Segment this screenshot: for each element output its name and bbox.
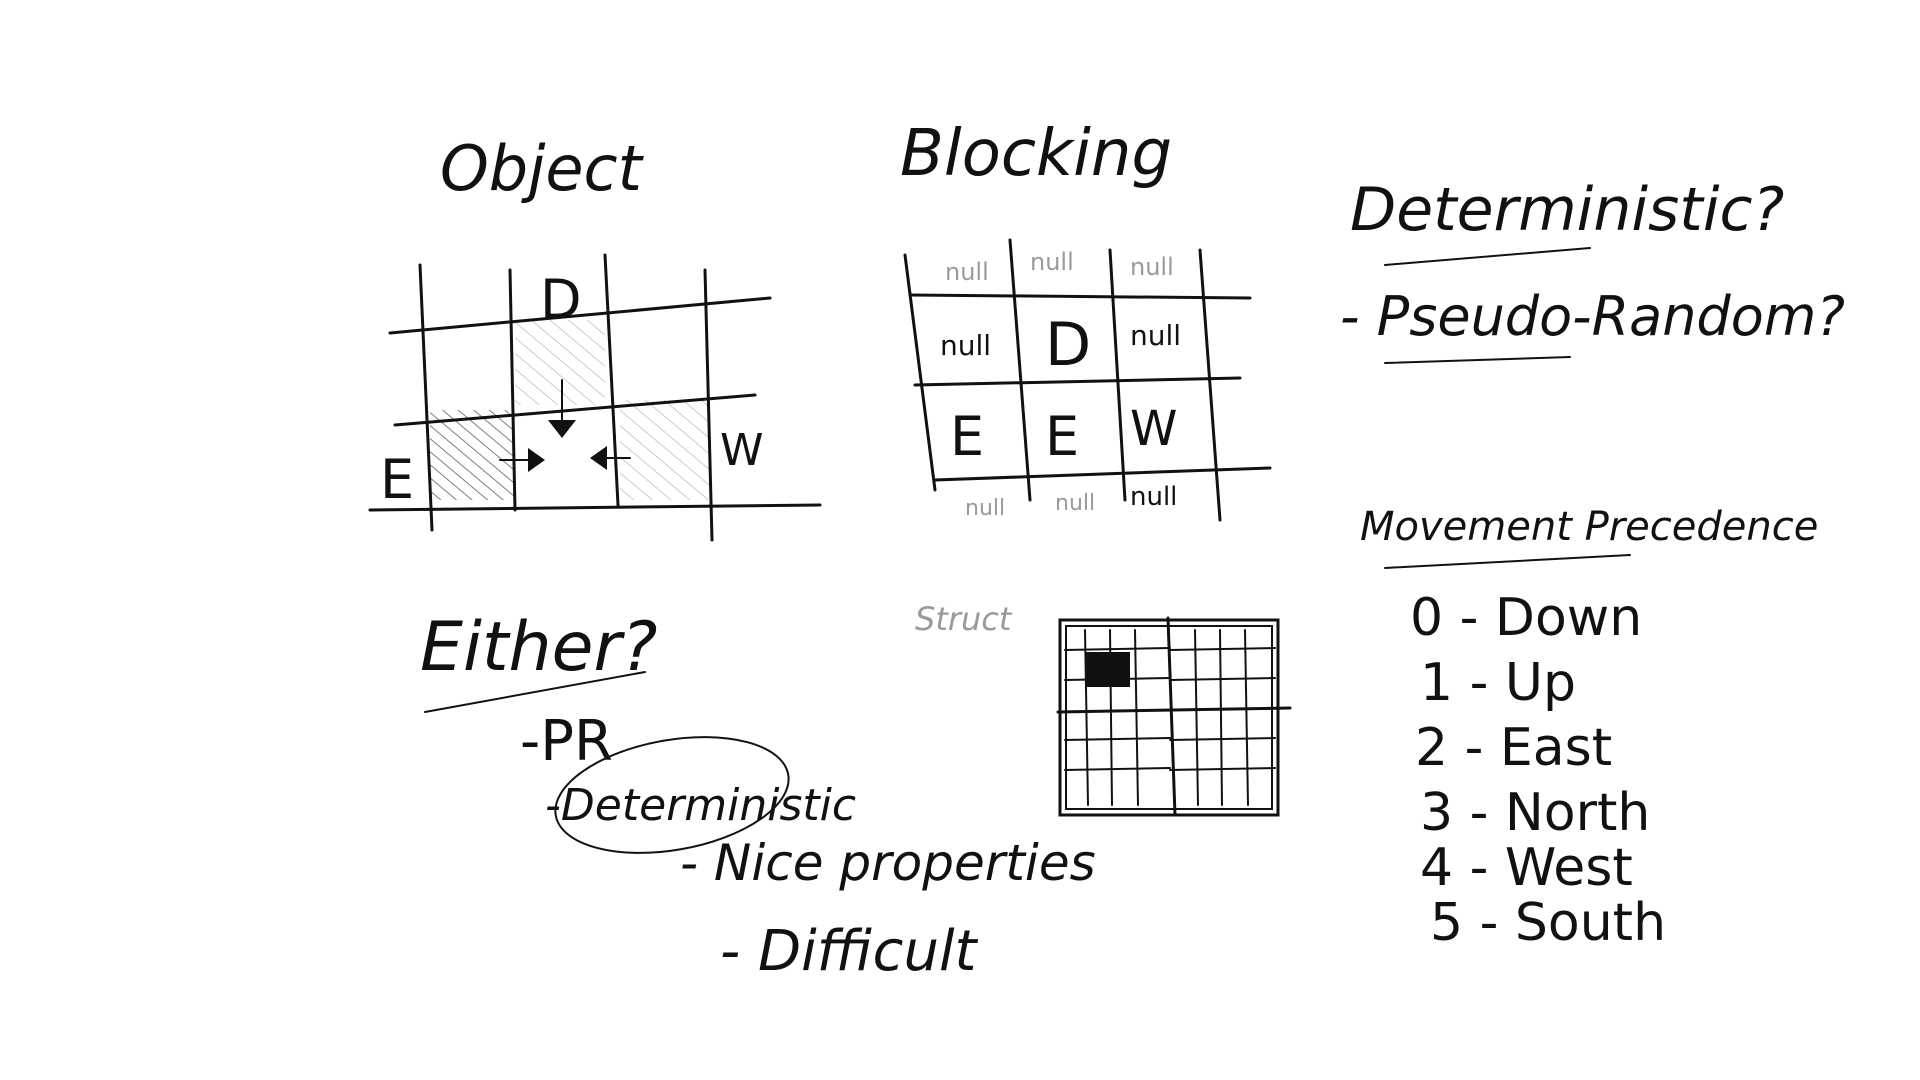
blocking-title: Blocking [900,117,1172,191]
blocking-cell: null [1055,491,1095,516]
object-hatch-right [620,400,710,500]
movement-item: 2 - East [1415,718,1612,778]
object-title: Object [440,132,645,205]
sub-difficult: - Difficult [720,919,979,984]
object-label-d: D [540,268,582,331]
deterministic-circle [554,736,790,854]
sub-nice-properties: - Nice properties [680,834,1096,892]
movement-item: 0 - Down [1410,588,1642,648]
deterministic-question: Deterministic? [1350,175,1784,245]
movement-item: 1 - Up [1420,653,1576,713]
pseudo-random-option: - Pseudo-Random? [1340,285,1845,348]
struct-filled-cell [1085,652,1130,687]
either-title: Either? [420,608,658,687]
either-notes: Either? -PR -Deterministic - Nice proper… [420,608,1096,984]
blocking-cell: null [1130,319,1181,352]
object-grid [368,253,822,542]
movement-precedence: Movement Precedence 0 - Down 1 - Up 2 - … [1360,504,1818,953]
blocking-cell: E [950,405,984,468]
movement-item: 5 - South [1430,893,1666,953]
blocking-cell: null [965,496,1005,521]
blocking-cell: null [945,258,989,286]
object-hatch-left [430,410,515,500]
movement-title: Movement Precedence [1360,504,1818,550]
movement-item: 3 - North [1420,783,1650,843]
blocking-cell: null [1030,248,1074,276]
determinism-notes: Deterministic? - Pseudo-Random? [1340,175,1845,364]
option-deterministic: -Deterministic [545,780,856,831]
blocking-cell: W [1130,401,1177,457]
object-hatch-center [515,320,605,405]
object-diagram: Object D E W [368,132,822,542]
blocking-diagram: Blocking null null null null D null E E … [900,117,1272,522]
blocking-cell: null [1130,253,1174,281]
option-pr: -PR [520,709,613,774]
movement-item: 4 - West [1420,838,1633,898]
blocking-cell: null [940,329,991,362]
object-label-e: E [380,448,414,511]
struct-label: Struct [915,600,1013,638]
blocking-grid [903,238,1272,522]
object-label-w: W [720,425,764,476]
blocking-cell: D [1045,310,1091,380]
blocking-cell: null [1130,482,1177,512]
struct-sketch: Struct [915,600,1292,817]
object-arrows [499,379,631,472]
blocking-cell: E [1045,405,1079,468]
